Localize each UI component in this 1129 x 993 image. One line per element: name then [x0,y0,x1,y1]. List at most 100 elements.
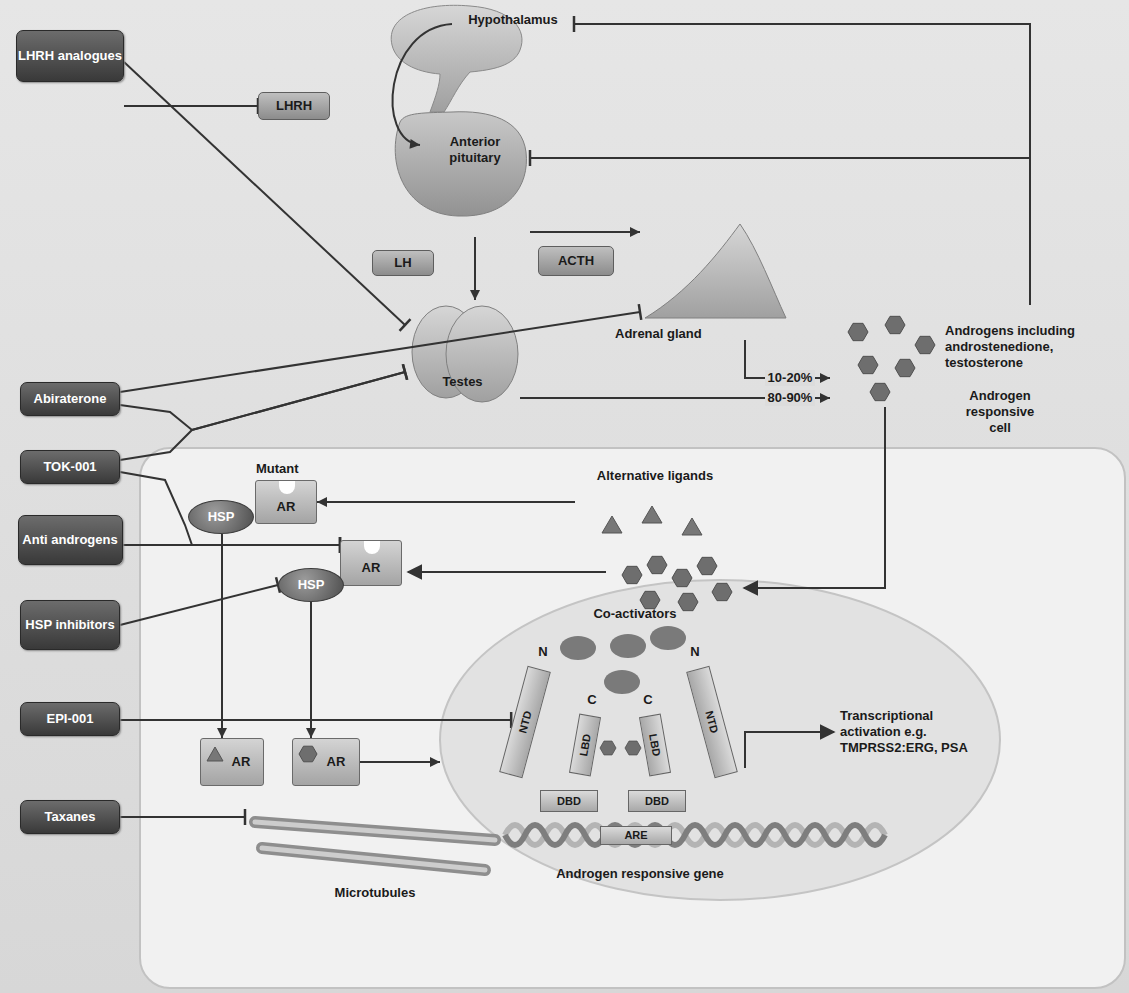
transcription-arrow [745,732,834,768]
drug-box: EPI-001 [20,702,120,736]
connector [217,534,227,738]
node-text: DBD [557,795,581,808]
receptor-box: AR [292,738,360,786]
connector [530,227,640,237]
binding-arrow [408,571,606,573]
domain-box: NTD [499,666,551,778]
node-text: LH [394,255,411,271]
connector [120,809,245,825]
organ-label: Anterior pituitary [420,122,530,237]
inhibition-bar [400,319,411,331]
hormone-box: LH [372,250,434,276]
microtubule [255,822,495,840]
hexagon-ligand [647,556,667,573]
inhibition-bar [639,304,641,320]
node-text: Androgen responsive gene [540,866,740,882]
drug-box: Anti androgens [18,515,123,565]
connector-line [310,602,312,738]
receptor-box: AR [340,540,402,586]
connector [530,150,1030,305]
co-activator [610,634,646,658]
node-text: DBD [645,795,669,808]
node-text: Anterior pituitary [435,134,515,166]
connector-line [124,105,258,107]
domain-box: DBD [628,790,686,812]
node-text: AR [232,754,251,770]
connector-line [317,501,575,503]
connector [124,98,258,114]
hexagon-ligand [895,359,915,376]
hormone-box: ACTH [538,246,614,276]
drug-box: Taxanes [20,800,120,834]
organ-label: Hypothalamus [452,12,574,36]
connector [393,24,452,149]
node-text: Hypothalamus [452,12,574,28]
organ-label: Adrenal gland [640,222,790,340]
node-text: HSP inhibitors [25,617,114,633]
inhibition-bar [244,809,247,825]
hexagon-ligand [885,316,905,333]
node-text: ACTH [558,253,594,269]
receptor-box: MutantAR [255,480,317,524]
node-text: Adrenal gland [615,326,702,342]
connector-line [120,312,640,392]
drug-box: HSP inhibitors [20,600,120,650]
hexagon-ligand [678,593,698,610]
node-text: Taxanes [44,809,95,825]
domain-box: LBD [639,714,671,777]
hormone-box: LHRH [258,92,330,120]
node-text: TOK-001 [43,459,96,475]
pituitary-shape [395,112,526,216]
connector [306,602,316,738]
node-text: HSP [298,577,325,593]
hexagon-ligand [870,383,890,400]
microtubule [262,848,485,870]
arrow-head [306,728,316,738]
domain-box: NTD [686,666,738,778]
terminus-label: N [690,644,699,660]
node-text: AR [362,560,381,576]
inhibition-bar [573,16,576,32]
binding-pocket [279,481,295,494]
connector-line [530,158,1030,305]
drug-box: TOK-001 [20,450,120,484]
connector [574,16,1030,305]
node-text: LHRH analogues [18,48,122,64]
node-text: Androgens including androstenedione, tes… [945,323,1120,371]
triangle-ligand [682,518,702,535]
response-element: ARE [600,826,672,845]
microtubule-group: Microtubules [245,805,505,920]
node-text: Mutant [256,461,299,477]
outcome-label: Transcriptional activation e.g. TMPRSS2:… [840,708,980,756]
hexagon-ligand [848,323,868,340]
drug-box: Abiraterone [20,382,120,416]
node-text: ARE [624,829,647,842]
node-text: Alternative ligands [575,468,735,484]
node-text: EPI-001 [47,711,94,727]
microtubule [262,848,485,870]
entry-arrow [744,407,885,588]
hexagon-ligand [622,566,642,583]
connector-line [530,231,640,233]
node-text: LHRH [276,98,312,114]
organ-label: Testes [405,300,520,405]
node-text: Testes [405,374,520,390]
adrenal-shape [645,224,786,318]
hsp-ellipse: HSP [278,568,344,602]
node-text: LBD [577,733,594,758]
node-text: AR [327,754,346,770]
dna-strand [505,825,885,845]
connector [360,757,440,767]
structure-label: Co-activators [593,606,676,622]
domain-box: LBD [569,714,601,777]
terminus-label: C [587,692,596,708]
hsp-ellipse: HSP [188,500,254,534]
receptor-detail [293,739,359,785]
node-text: HSP [208,509,235,525]
hexagon-ligand [697,557,717,574]
connector [120,472,340,553]
connector-line [120,585,278,625]
domain-box: DBD [540,790,598,812]
connector-line [120,372,405,430]
arrow-head [820,373,830,383]
